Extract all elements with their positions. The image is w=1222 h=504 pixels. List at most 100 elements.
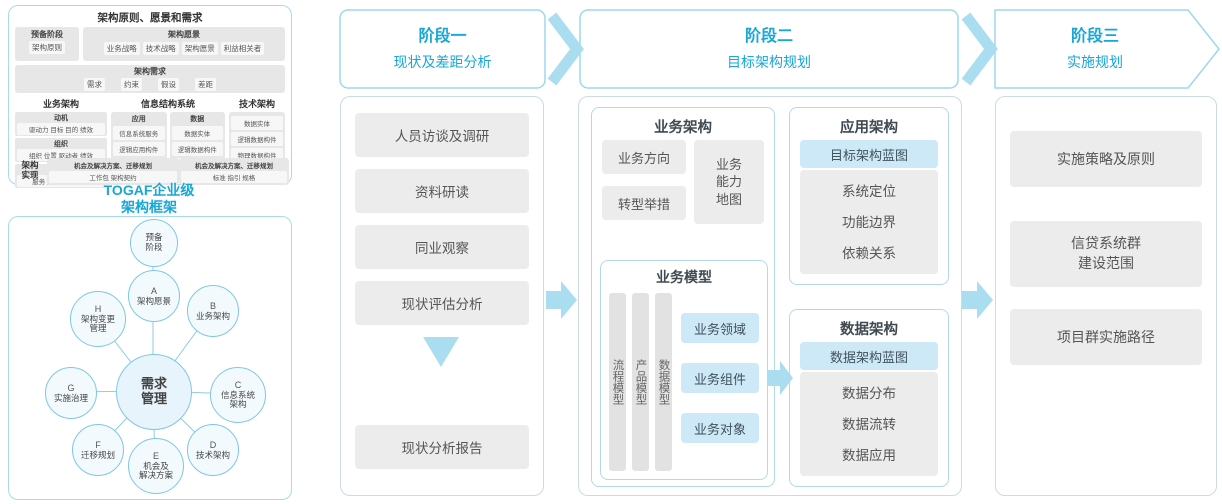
- phase1-column: 人员访谈及调研 资料研读 同业观察 现状评估分析 现状分析报告: [340, 96, 544, 496]
- data-item: 数据应用: [842, 447, 896, 463]
- prep-phase-title: 预备阶段: [31, 30, 63, 39]
- prep-phase-box: 预备阶段 架构原则: [15, 27, 79, 61]
- adm-node-letter: C: [234, 379, 242, 390]
- prep-phase-item: 架构原则: [29, 41, 65, 54]
- requirement-item: 差距: [195, 78, 216, 91]
- requirement-item: 需求: [84, 78, 105, 91]
- mini-business-arch-title: 业务架构: [42, 99, 79, 109]
- mini-tech-item: 数据实体: [231, 116, 283, 130]
- mini-data-title: 数据: [190, 116, 205, 123]
- vision-item: 业务战略: [103, 42, 140, 55]
- adm-node-letter: A: [150, 285, 157, 296]
- mini-row-label: 组织: [54, 141, 68, 148]
- business-capability-box: 业务 能力 地图: [694, 140, 764, 224]
- business-arch-title: 业务架构: [654, 120, 712, 136]
- principles-panel-title: 架构原则、愿景和需求: [97, 12, 203, 24]
- application-blueprint: 目标架构蓝图: [800, 140, 938, 168]
- application-arch-title: 应用架构: [840, 120, 898, 136]
- adm-node-g: G 实施治理: [45, 367, 97, 419]
- adm-node-b: B 业务架构: [187, 285, 239, 337]
- realization-label: 架构 实现: [21, 160, 39, 181]
- phase3-subtitle: 实施规划: [1067, 54, 1123, 70]
- phase2-column: 业务架构 业务方向 业务 能力 地图 转型举措 业务模型 流程模型 产品模型 数…: [578, 96, 962, 496]
- adm-node-label: 业务架构: [195, 310, 230, 321]
- model-item: 业务领域: [681, 313, 759, 343]
- adm-cycle-panel: 预备 阶段 A 架构愿景 B 业务架构 C 信息系统 架构 D 技术架构 E 机…: [8, 216, 292, 500]
- mini-business-row: 动机 驱动力 目标 目的 绩效: [15, 112, 107, 136]
- model-item: 业务组件: [681, 363, 759, 393]
- business-model-title: 业务模型: [656, 269, 712, 285]
- data-blueprint: 数据架构蓝图: [800, 342, 938, 370]
- phase3-banner-text: 阶段三 实施规划: [995, 22, 1195, 72]
- business-model-box: 业务模型 流程模型 产品模型 数据模型 业务领域 业务组件 业务对象: [600, 260, 768, 480]
- adm-node-d: D 技术架构: [187, 424, 239, 476]
- phase3-item: 项目群实施路径: [1010, 309, 1202, 365]
- realization-box-title: 机会及解决方案、迁移规划: [74, 163, 152, 170]
- chevron-separator-icon: [547, 12, 584, 86]
- data-arch-title: 数据架构: [840, 322, 898, 338]
- adm-node-letter: G: [67, 382, 75, 393]
- application-item: 功能边界: [842, 214, 896, 230]
- requirement-item: 约束: [121, 78, 142, 91]
- vision-item: 利益相关者: [220, 42, 265, 55]
- adm-node-letter: H: [94, 303, 102, 314]
- mini-tech-items: 数据实体 逻辑数据构件 物理数据构件: [229, 112, 285, 164]
- phase3-column: 实施策略及原则 信贷系统群 建设范围 项目群实施路径: [995, 96, 1217, 496]
- adm-node-label: 机会及 解决方案: [138, 460, 173, 481]
- model-bar-data: 数据模型: [655, 293, 672, 471]
- data-item: 数据流转: [842, 416, 896, 432]
- application-item: 系统定位: [842, 183, 896, 199]
- requirements-title: 架构需求: [134, 67, 166, 76]
- application-item: 依赖关系: [842, 245, 896, 261]
- phase1-step: 人员访谈及调研: [355, 113, 529, 157]
- requirement-item: 假设: [158, 78, 179, 91]
- phase1-result: 现状分析报告: [355, 425, 529, 469]
- vision-item: 技术战略: [142, 42, 179, 55]
- mini-app-title: 应用: [131, 116, 146, 123]
- mini-tech-arch-column: 技术架构 数据实体 逻辑数据构件 物理数据构件: [229, 97, 285, 164]
- adm-node-c: C 信息系统 架构: [210, 367, 266, 423]
- adm-node-label: 迁移规划: [80, 449, 115, 460]
- adm-node-e: E 机会及 解决方案: [128, 438, 184, 494]
- mini-data-item: 数据实体: [171, 126, 223, 140]
- application-arch-box: 应用架构 目标架构蓝图 系统定位 功能边界 依赖关系: [789, 107, 949, 285]
- mini-info-title: 信息结构系统: [140, 99, 195, 109]
- adm-node-label: 技术架构: [195, 449, 230, 460]
- adm-node-label: 架构变更 管理: [80, 313, 115, 334]
- phase1-banner-text: 阶段一 现状及差距分析: [340, 22, 545, 72]
- phase2-name: 阶段二: [744, 28, 793, 45]
- phase2-subtitle: 目标架构规划: [727, 54, 811, 70]
- data-items: 数据分布 数据流转 数据应用: [800, 372, 938, 476]
- requirements-box: 架构需求 需求 约束 假设 差距: [15, 65, 285, 93]
- vision-box: 架构愿景 业务战略 技术战略 架构愿景 利益相关者: [83, 27, 285, 61]
- adm-node-letter: D: [209, 439, 217, 450]
- framework-title: TOGAF企业级 架构框架: [103, 182, 195, 215]
- adm-node-letter: F: [95, 439, 101, 450]
- business-transform-box: 转型举措: [602, 186, 686, 220]
- phase3-name: 阶段三: [1070, 28, 1119, 45]
- adm-center-circle: 需求 管理: [116, 354, 192, 430]
- adm-node-h: H 架构变更 管理: [70, 291, 126, 347]
- chevron-separator-icon: [961, 12, 998, 86]
- phase1-step: 现状评估分析: [355, 281, 529, 325]
- business-direction-box: 业务方向: [602, 140, 686, 174]
- adm-node-label: 架构愿景: [136, 295, 171, 306]
- model-bar-product: 产品模型: [632, 293, 649, 471]
- adm-node-label: 信息系统 架构: [220, 389, 255, 410]
- mini-tech-title: 技术架构: [238, 99, 275, 109]
- phase1-step: 同业观察: [355, 225, 529, 269]
- architecture-principles-panel: 架构原则、愿景和需求 预备阶段 架构原则 架构愿景 业务战略 技术战略 架构愿景…: [8, 5, 292, 188]
- realization-box-title: 机会及解决方案、迁移规划: [195, 163, 273, 170]
- right-arrow-icon: [962, 281, 993, 319]
- adm-node-label: 实施治理: [53, 392, 88, 403]
- vision-items: 业务战略 技术战略 架构愿景 利益相关者: [83, 42, 285, 55]
- model-item: 业务对象: [681, 413, 759, 443]
- right-arrow-icon: [546, 281, 577, 319]
- mini-app-item: 信息系统服务: [113, 126, 165, 140]
- model-bar-process: 流程模型: [609, 293, 626, 471]
- phase1-name: 阶段一: [418, 28, 467, 45]
- phase1-step: 资料研读: [355, 169, 529, 213]
- adm-node-letter: E: [152, 450, 159, 461]
- realization-box-1: 机会及解决方案、迁移规划 工作包 架构契约: [47, 158, 179, 185]
